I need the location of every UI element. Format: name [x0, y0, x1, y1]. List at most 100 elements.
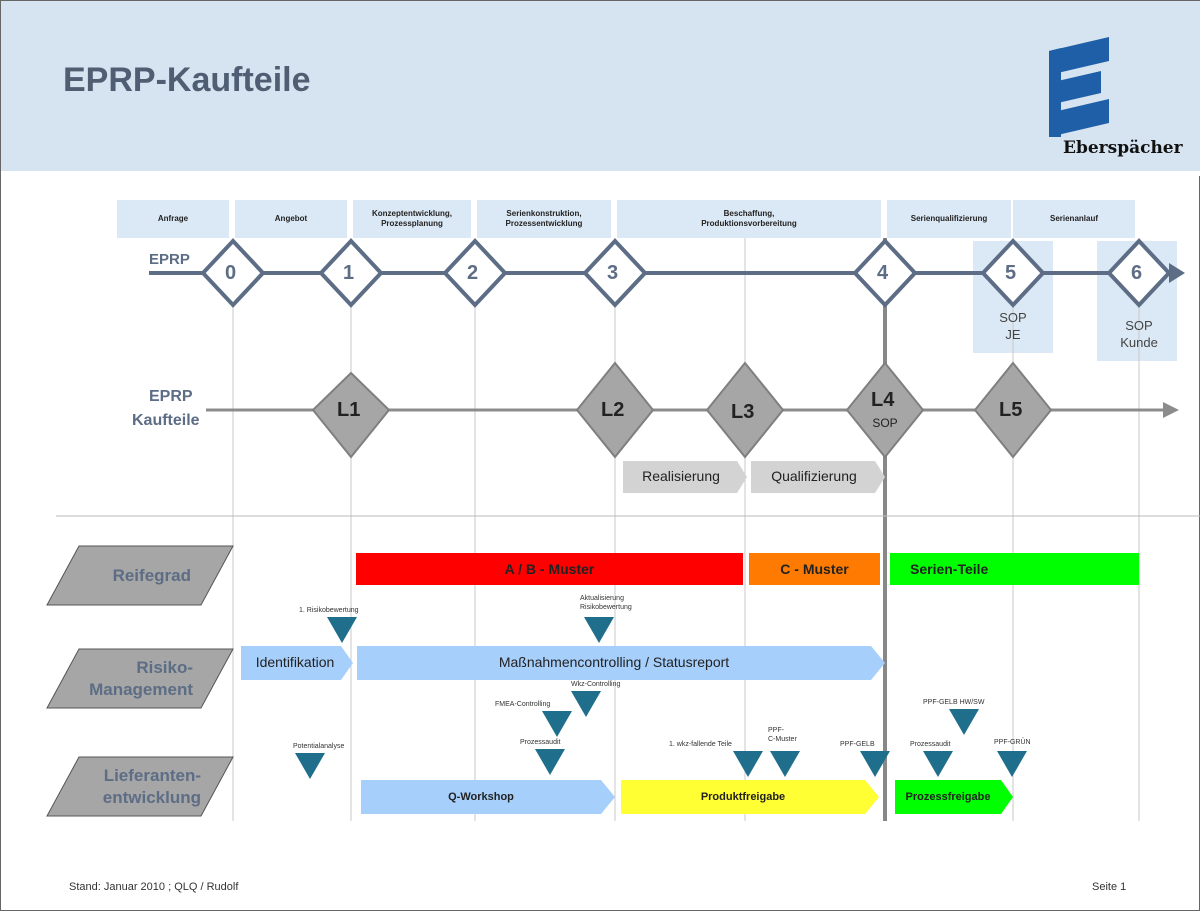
gridlines [232, 238, 1140, 821]
l5-label: L5 [999, 399, 1023, 421]
sup-prozessaudit1-label: Prozessaudit [520, 739, 561, 746]
l-gates [311, 361, 1053, 459]
risk-m2-triangle [584, 617, 614, 643]
eprp-gates [200, 238, 1172, 308]
gate-1-label: 1 [343, 262, 355, 284]
sup-ppf-gelb-hw-triangle [949, 709, 979, 735]
realisierung-arrow [623, 461, 747, 493]
milestone-triangles [295, 617, 1027, 779]
footer-left: Stand: Januar 2010 ; QLQ / Rudolf [69, 881, 239, 893]
risk-m4-label: FMEA-Controlling [495, 701, 551, 708]
risk-m1-label: 1. Risikobewertung [299, 607, 359, 614]
risk-m3-label: Wkz-Controlling [571, 681, 621, 688]
row-label-shapes [46, 545, 234, 817]
eberspaecher-logo-icon [1049, 37, 1109, 137]
produktfreigabe-label: Produktfreigabe [700, 791, 786, 803]
l1-label: L1 [337, 399, 361, 421]
phase-beschaffung: Beschaffung, Produktionsvorbereitung [617, 200, 881, 238]
title-divider [1, 171, 1200, 176]
produktfreigabe-arrow [621, 780, 879, 814]
gate-6-note: SOP Kunde [1120, 318, 1158, 350]
identifikation-label: Identifikation [255, 654, 335, 670]
phase-serienkonstruktion: Serienkonstruktion, Prozessentwicklung [477, 200, 611, 238]
title-bar [1, 1, 1200, 171]
realisierung-label: Realisierung [642, 468, 720, 484]
identifikation-arrow [241, 646, 353, 680]
risk-m1-triangle [327, 617, 357, 643]
gate-3-label: 3 [607, 262, 619, 284]
gate-6-label: 6 [1131, 262, 1143, 284]
kaufteile-row-label-2: Kaufteile [132, 412, 200, 429]
eprp-arrowhead [1169, 263, 1185, 283]
massnahmen-arrow [357, 646, 885, 680]
sup-prozessaudit1-triangle [535, 749, 565, 775]
risiko-label: Risiko- Management [89, 658, 193, 699]
sup-prozessaudit2-label: Prozessaudit [910, 741, 951, 748]
sup-ppf-gelb-hw-label: PPF-GELB HW/SW [923, 699, 985, 706]
sup-ppf-c-triangle [770, 751, 800, 777]
eprp-row-label: EPRP [149, 251, 190, 268]
qualifizierung-label: Qualifizierung [771, 468, 857, 484]
gate-0-label: 0 [225, 262, 237, 284]
lieferanten-shape [46, 756, 234, 817]
risk-m3-triangle [571, 691, 601, 717]
sup-potential-label: Potentialanalyse [293, 743, 345, 750]
logo-wordmark: Eberspächer [1063, 138, 1183, 158]
l1-diamond [311, 371, 391, 459]
phase-angebot: Angebot [235, 200, 347, 238]
gate-4-label: 4 [877, 262, 889, 284]
sup-potential-triangle [295, 753, 325, 779]
reifegrad-shape [46, 545, 234, 606]
sup-wkz-triangle [733, 751, 763, 777]
l4-label: L4 [871, 389, 895, 411]
l3-label: L3 [731, 401, 755, 423]
sup-ppf-gruen-triangle [997, 751, 1027, 777]
risiko-shape [46, 648, 234, 709]
footer-page: Seite 1 [1092, 881, 1127, 893]
l4-diamond [845, 361, 925, 459]
ab-muster-bar: A / B - Muster [356, 553, 743, 585]
sup-ppf-c-label: PPF- C-Muster [768, 727, 797, 743]
sup-ppf-gruen-label: PPF-GRÜN [994, 739, 1031, 746]
phase-serienanlauf: Serienanlauf [1013, 200, 1135, 238]
risk-m2-label: Aktualisierung Risikobewertung [580, 595, 632, 611]
l4-sop-label: SOP [872, 416, 898, 430]
gate-5-note: SOP JE [999, 310, 1027, 342]
serien-teile-bar: Serien-Teile [890, 553, 1139, 585]
qworkshop-arrow [361, 780, 615, 814]
gate-3-diamond [582, 238, 648, 308]
sup-ppf-gelb-triangle [860, 751, 890, 777]
gate-6-diamond [1106, 238, 1172, 308]
gate-5-diamond [980, 238, 1046, 308]
gate-0-diamond [200, 238, 266, 308]
gate-1-diamond [318, 238, 384, 308]
c-muster-bar: C - Muster [749, 553, 880, 585]
l2-diamond [575, 361, 655, 459]
phase-serienqualifizierung: Serienqualifizierung [887, 200, 1011, 238]
kaufteile-arrowhead [1163, 402, 1179, 418]
kaufteile-row-label-1: EPRP [149, 388, 193, 405]
gate-5-label: 5 [1005, 262, 1017, 284]
sup-prozessaudit2-triangle [923, 751, 953, 777]
prozessfreigabe-label: Prozessfreigabe [905, 791, 991, 803]
gate-2-label: 2 [467, 262, 479, 284]
lieferanten-label: Lieferanten- entwicklung [102, 766, 201, 807]
qualifizierung-arrow [751, 461, 885, 493]
page-title: EPRP-Kaufteile [63, 61, 311, 99]
phase-konzeptentwicklung: Konzeptentwicklung, Prozessplanung [353, 200, 471, 238]
massnahmen-label: Maßnahmencontrolling / Statusreport [498, 654, 730, 670]
reifegrad-label: Reifegrad [112, 566, 191, 585]
l2-label: L2 [601, 399, 625, 421]
prozessfreigabe-arrow [895, 780, 1013, 814]
l5-diamond [973, 361, 1053, 459]
l3-diamond [705, 361, 785, 459]
gate-4-diamond [852, 238, 918, 308]
risk-m4-triangle [542, 711, 572, 737]
phase-anfrage: Anfrage [117, 200, 229, 238]
sup-wkz-label: 1. wkz-fallende Teile [669, 741, 732, 748]
qworkshop-label: Q-Workshop [448, 791, 514, 803]
gate-2-diamond [442, 238, 508, 308]
sup-ppf-gelb-label: PPF-GELB [840, 741, 875, 748]
